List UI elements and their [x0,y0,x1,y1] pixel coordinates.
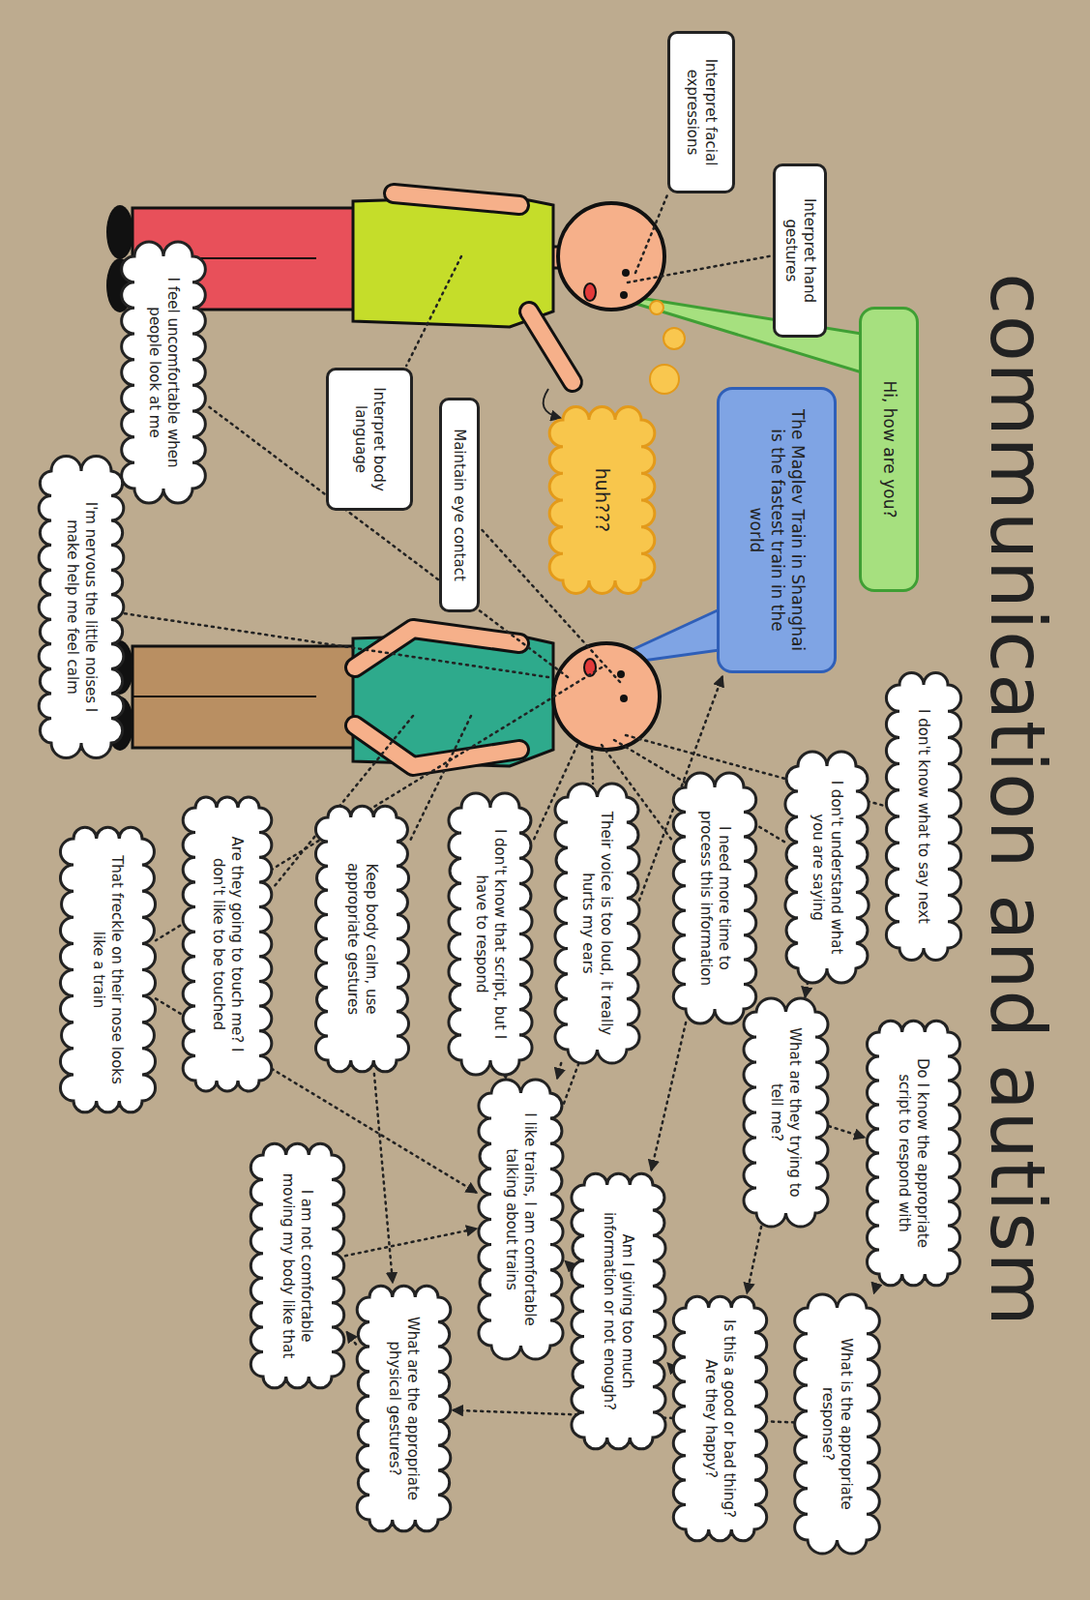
thought-dot [663,327,685,350]
thought-dot [649,364,679,394]
leader-line [124,613,549,678]
thought-cloud: I need more time to process this informa… [674,775,756,1021]
node-text: I am not comfortable moving my body like… [279,1166,317,1365]
thought-cloud: That freckle on their nose looks like a … [61,826,154,1113]
thought-cloud: What are the appropriate physical gestur… [357,1285,450,1532]
thought-cloud: huh??? [551,408,653,592]
cloud-path [478,1079,563,1359]
node-text: I don't know what to say next [914,708,934,924]
cloud-path [182,796,272,1091]
cloud-path [315,805,409,1072]
skill-box: Interpret facial expressions [667,30,736,194]
cloud-path [885,673,961,961]
cloud-path [743,998,828,1227]
node-text: I'm nervous the little noises I make hel… [62,482,100,732]
node-text: I don't understand what you are saying [808,777,846,957]
thought-cloud: What is the appropriate response? [795,1296,879,1552]
cloud-path [555,783,640,1063]
cloud-path [448,793,532,1075]
cloud-path [867,1020,961,1286]
thought-cloud: Do I know the appropriate script to resp… [867,1020,960,1286]
thought-cloud: I like trains, I am comfortable talking … [479,1081,562,1357]
node-text: The Maglev Train in Shanghai is the fast… [745,405,808,655]
connector [828,1125,864,1137]
connector [374,1073,393,1282]
node-text: Do I know the appropriate script to resp… [895,1043,933,1263]
node-text: I need more time to process this informa… [696,798,734,998]
node-text: I feel uncomfortable when people look at… [145,267,182,477]
leader-line [591,749,593,784]
cloud-path [549,407,655,594]
cloud-path [571,1173,666,1449]
thought-dot [649,300,664,315]
node-text: Am I giving too much information or not … [600,1196,638,1426]
node-text: I like trains, I am comfortable talking … [502,1104,540,1334]
connector [347,1332,356,1345]
cloud-path [673,1296,767,1541]
cloud-path [673,772,757,1024]
thought-cloud: I'm nervous the little noises I make hel… [39,459,123,755]
node-text: Keep body calm, use appropriate gestures [344,828,382,1049]
node-text: That freckle on their nose looks like a … [89,850,127,1090]
title: communication and autism [973,0,1061,1600]
connector [805,981,809,997]
thought-cloud: I don't know what to say next [887,673,960,960]
thought-cloud: I am not comfortable moving my body like… [251,1143,344,1388]
thought-cloud: Am I giving too much information or not … [572,1173,665,1449]
thought-cloud: I don't know that script, but I have to … [449,795,531,1072]
node-text: Their voice is too loud, it really hurts… [579,808,617,1038]
thought-cloud: I feel uncomfortable when people look at… [122,244,205,501]
node-text: Maintain eye contact [450,428,470,582]
node-text: What are they trying to tell me? [767,1023,805,1202]
thought-cloud: Are they going to touch me? I don't like… [183,795,271,1092]
thought-cloud: Their voice is too loud, it really hurts… [556,785,639,1061]
connector [345,1228,476,1256]
thought-cloud: Is this a good or bad thing? Are they ha… [674,1296,766,1541]
node-text: Is this a good or bad thing? Are they ha… [702,1319,739,1518]
connector [668,1363,673,1368]
node-text: huh??? [590,468,615,532]
speech-bubble: Hi, how are you? [858,306,919,592]
connector [557,1062,561,1078]
leader-line [635,195,668,273]
node-text: Interpret body language [351,380,388,499]
connector [747,1226,763,1293]
cloud-path [38,456,124,759]
node-text: What is the appropriate response? [819,1319,856,1529]
node-text: Interpret hand gestures [782,176,820,325]
connector [874,1287,876,1293]
node-text: What are the appropriate physical gestur… [385,1308,423,1508]
connector [651,1022,687,1170]
thought-cloud: I don't understand what you are saying [786,754,868,980]
gesture-arrow [543,388,560,418]
leader-line [406,256,462,366]
thought-cloud: What are they trying to tell me? [744,1000,827,1225]
connector [565,1261,571,1267]
cloud-path [59,826,155,1113]
cloud-path [121,241,207,503]
speech-bubble: The Maglev Train in Shanghai is the fast… [716,386,837,674]
leader-line [627,256,771,283]
thought-cloud: Keep body calm, use appropriate gestures [316,805,409,1072]
cloud-path [356,1285,451,1532]
skill-box: Maintain eye contact [439,397,480,613]
cloud-path [795,1294,881,1554]
node-text: Are they going to touch me? I don't like… [208,819,246,1069]
node-text: Hi, how are you? [878,381,899,519]
cloud-path [785,751,869,983]
skill-box: Interpret body language [325,367,413,511]
cloud-path [250,1143,345,1388]
node-text: I don't know that script, but I have to … [471,819,509,1049]
node-text: Interpret facial expressions [682,43,720,181]
skill-box: Interpret hand gestures [773,163,828,338]
